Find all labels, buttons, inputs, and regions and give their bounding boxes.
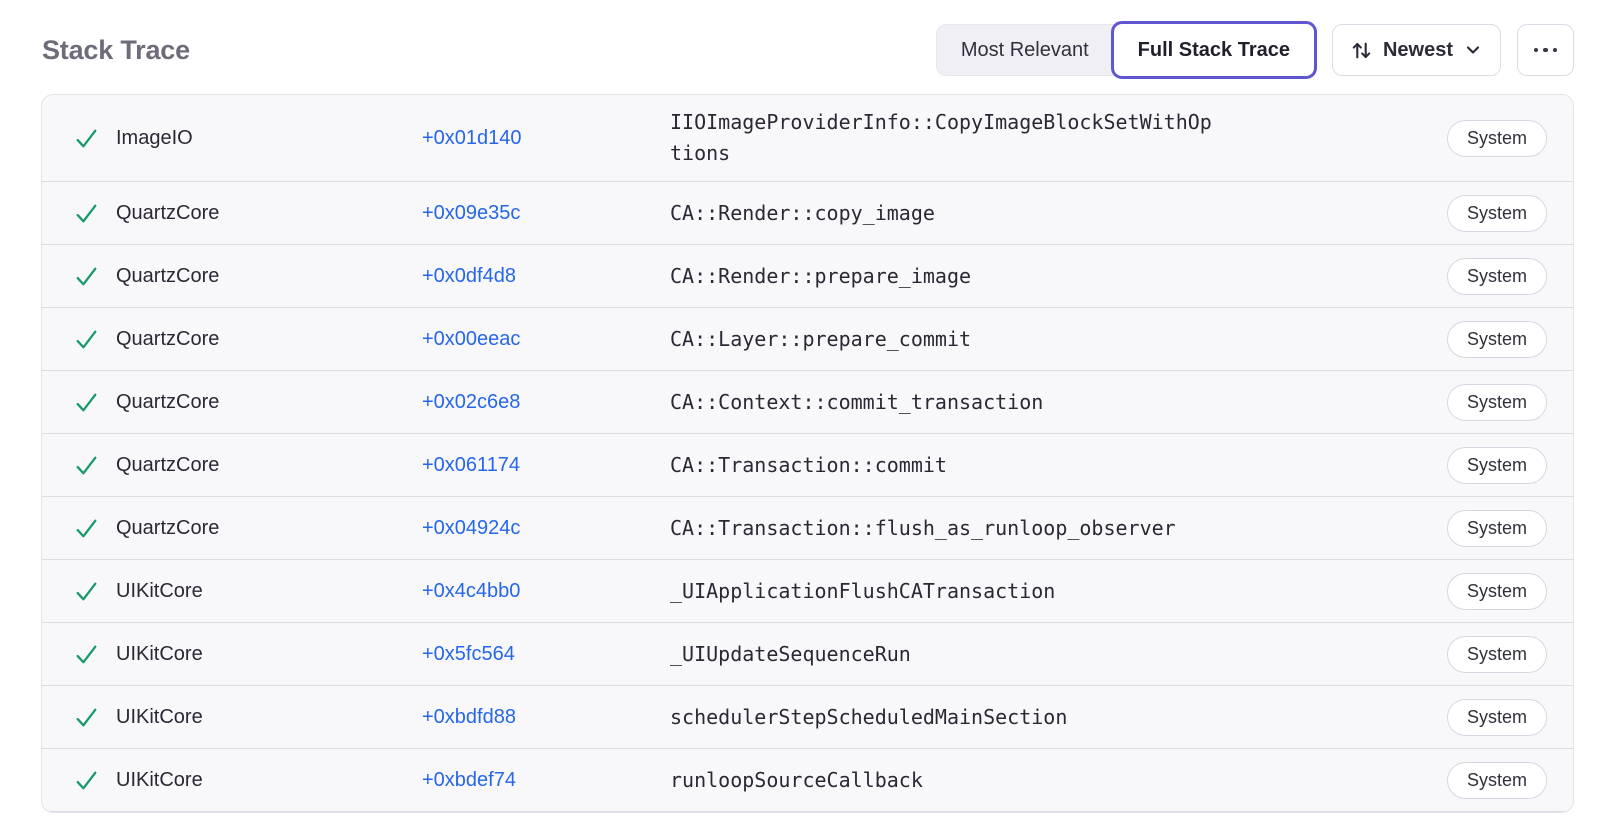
function-name: schedulerStepScheduledMainSection bbox=[670, 704, 1068, 729]
stack-frame-row[interactable]: UIKitCore +0x4c4bb0 _UIApplicationFlushC… bbox=[42, 560, 1573, 623]
offset-link[interactable]: +0x4c4bb0 bbox=[422, 579, 521, 602]
view-toggle: Most Relevant Full Stack Trace bbox=[935, 21, 1317, 79]
stack-frame-row[interactable]: QuartzCore +0x061174 CA::Transaction::co… bbox=[42, 434, 1573, 497]
system-badge: System bbox=[1446, 383, 1547, 421]
stack-frame-row[interactable]: QuartzCore +0x04924c CA::Transaction::fl… bbox=[42, 497, 1573, 560]
frame-status bbox=[42, 704, 116, 731]
stack-frame-row[interactable]: UIKitCore +0xbdef74 runloopSourceCallbac… bbox=[42, 749, 1573, 812]
stack-frame-row[interactable]: QuartzCore +0x02c6e8 CA::Context::commit… bbox=[42, 371, 1573, 434]
function-name: CA::Render::prepare_image bbox=[670, 263, 972, 288]
more-options-button[interactable] bbox=[1517, 24, 1574, 76]
module-name: QuartzCore bbox=[116, 516, 220, 539]
frame-status bbox=[42, 641, 116, 668]
check-icon bbox=[76, 456, 97, 474]
function-name: CA::Transaction::commit bbox=[670, 452, 947, 477]
module-name: ImageIO bbox=[116, 126, 193, 149]
check-icon bbox=[76, 708, 97, 726]
offset-link[interactable]: +0x04924c bbox=[422, 516, 521, 539]
offset-link[interactable]: +0x5fc564 bbox=[422, 642, 515, 665]
stack-frame-row[interactable]: ImageIO +0x01d140 IIOImageProviderInfo::… bbox=[42, 95, 1573, 182]
function-name: IIOImageProviderInfo::CopyImageBlockSetW… bbox=[670, 110, 1212, 165]
check-icon bbox=[76, 204, 97, 222]
frame-status bbox=[42, 200, 116, 227]
offset-link[interactable]: +0x061174 bbox=[422, 453, 521, 476]
toggle-full-stack-trace[interactable]: Full Stack Trace bbox=[1110, 21, 1317, 79]
system-badge: System bbox=[1446, 446, 1547, 484]
system-badge: System bbox=[1446, 698, 1547, 736]
module-name: QuartzCore bbox=[116, 201, 220, 224]
toggle-most-relevant[interactable]: Most Relevant bbox=[937, 24, 1113, 76]
stack-trace-table: ImageIO +0x01d140 IIOImageProviderInfo::… bbox=[41, 94, 1574, 813]
frame-status bbox=[42, 515, 116, 542]
function-name: CA::Transaction::flush_as_runloop_observ… bbox=[670, 515, 1176, 540]
system-badge: System bbox=[1446, 635, 1547, 673]
frame-status bbox=[42, 452, 116, 479]
check-icon bbox=[76, 393, 97, 411]
function-name: runloopSourceCallback bbox=[670, 767, 923, 792]
check-icon bbox=[76, 519, 97, 537]
stack-frame-row[interactable]: QuartzCore +0x09e35c CA::Render::copy_im… bbox=[42, 182, 1573, 245]
stack-frame-row[interactable]: UIKitCore +0xbdfd88 schedulerStepSchedul… bbox=[42, 686, 1573, 749]
system-badge: System bbox=[1446, 194, 1547, 232]
frame-status bbox=[42, 389, 116, 416]
function-name: CA::Render::copy_image bbox=[670, 200, 935, 225]
module-name: QuartzCore bbox=[116, 327, 220, 350]
offset-link[interactable]: +0x00eeac bbox=[422, 327, 521, 350]
offset-link[interactable]: +0xbdfd88 bbox=[422, 705, 516, 728]
check-icon bbox=[76, 771, 97, 789]
module-name: UIKitCore bbox=[116, 705, 203, 728]
function-name: _UIApplicationFlushCATransaction bbox=[670, 578, 1056, 603]
page-title: Stack Trace bbox=[42, 34, 190, 65]
module-name: QuartzCore bbox=[116, 390, 220, 413]
offset-link[interactable]: +0x09e35c bbox=[422, 201, 521, 224]
stack-frame-row[interactable]: UIKitCore +0x5fc564 _UIUpdateSequenceRun… bbox=[42, 623, 1573, 686]
system-badge: System bbox=[1446, 257, 1547, 295]
header-controls: Most Relevant Full Stack Trace Newest bbox=[935, 21, 1574, 79]
function-name: CA::Context::commit_transaction bbox=[670, 389, 1044, 414]
frame-status bbox=[42, 767, 116, 794]
check-icon bbox=[76, 645, 97, 663]
frame-status bbox=[42, 125, 116, 152]
stack-frame-row[interactable]: QuartzCore +0x0df4d8 CA::Render::prepare… bbox=[42, 245, 1573, 308]
chevron-down-icon bbox=[1464, 41, 1482, 59]
system-badge: System bbox=[1446, 320, 1547, 358]
system-badge: System bbox=[1446, 761, 1547, 799]
system-badge: System bbox=[1446, 572, 1547, 610]
offset-link[interactable]: +0xbdef74 bbox=[422, 768, 516, 791]
sort-arrows-icon bbox=[1351, 40, 1372, 61]
module-name: QuartzCore bbox=[116, 453, 220, 476]
header: Stack Trace Most Relevant Full Stack Tra… bbox=[0, 0, 1614, 79]
module-name: UIKitCore bbox=[116, 579, 203, 602]
frame-status bbox=[42, 326, 116, 353]
check-icon bbox=[76, 129, 97, 147]
sort-button[interactable]: Newest bbox=[1331, 24, 1501, 76]
frame-status bbox=[42, 578, 116, 605]
check-icon bbox=[76, 330, 97, 348]
function-name: _UIUpdateSequenceRun bbox=[670, 641, 911, 666]
module-name: UIKitCore bbox=[116, 768, 203, 791]
module-name: QuartzCore bbox=[116, 264, 220, 287]
ellipsis-icon bbox=[1533, 47, 1558, 53]
offset-link[interactable]: +0x02c6e8 bbox=[422, 390, 521, 413]
system-badge: System bbox=[1446, 509, 1547, 547]
check-icon bbox=[76, 267, 97, 285]
frame-status bbox=[42, 263, 116, 290]
system-badge: System bbox=[1446, 119, 1547, 157]
check-icon bbox=[76, 582, 97, 600]
module-name: UIKitCore bbox=[116, 642, 203, 665]
sort-label: Newest bbox=[1382, 38, 1453, 61]
stack-frame-row[interactable]: QuartzCore +0x00eeac CA::Layer::prepare_… bbox=[42, 308, 1573, 371]
offset-link[interactable]: +0x0df4d8 bbox=[422, 264, 516, 287]
offset-link[interactable]: +0x01d140 bbox=[422, 126, 522, 149]
function-name: CA::Layer::prepare_commit bbox=[670, 326, 972, 351]
